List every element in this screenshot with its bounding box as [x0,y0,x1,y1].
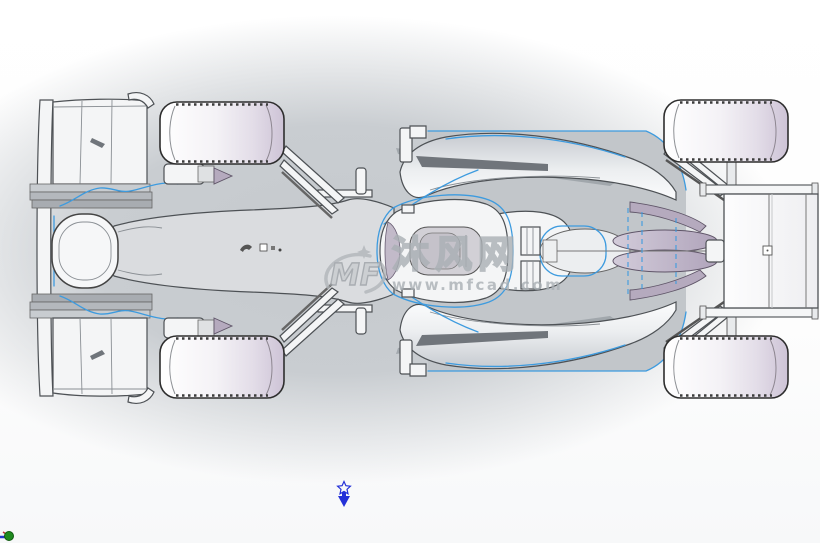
rear-tire-upper[interactable] [662,98,790,164]
front-tire-lower[interactable] [158,334,286,400]
front-wing-upper-curl [127,92,155,109]
exhaust-left [612,229,718,253]
front-wing-lower-curl [127,387,155,404]
front-wing-lower-plane[interactable] [52,317,148,397]
bargeboard-lower[interactable] [399,339,413,375]
mirror-stalk-lower [355,307,367,335]
origin-marker[interactable] [336,480,352,508]
front-wing-upper-plane[interactable] [52,98,148,185]
radiators[interactable] [520,226,558,290]
chassis-deck[interactable] [107,167,395,335]
rear-wing[interactable] [699,182,819,320]
nose-cone[interactable] [51,213,119,289]
rear-tire-lower[interactable] [662,334,790,400]
nose-camera-pod [259,243,268,252]
sidepod-lower[interactable] [383,277,677,377]
front-wing-flaps-lower[interactable] [29,293,153,319]
engine-cover[interactable] [497,201,725,301]
front-wing-endplate[interactable] [36,99,54,397]
front-wing[interactable] [29,92,179,404]
gearbox[interactable] [705,239,725,263]
front-suspension-lower[interactable] [163,283,345,357]
front-tire-upper[interactable] [158,100,286,166]
seat [419,232,461,270]
front-suspension-upper[interactable] [163,145,345,219]
bargeboard-upper[interactable] [399,127,413,163]
cockpit[interactable] [376,194,514,308]
front-wing-flaps-upper[interactable] [29,183,153,209]
exhaust-right [612,249,718,273]
mirror-stalk-upper [355,167,367,195]
orientation-triad [0,531,14,541]
rear-wing-lower-plane[interactable] [699,307,819,318]
sidepod-upper[interactable] [383,125,677,225]
rear-wing-upper-plane[interactable] [699,184,819,195]
